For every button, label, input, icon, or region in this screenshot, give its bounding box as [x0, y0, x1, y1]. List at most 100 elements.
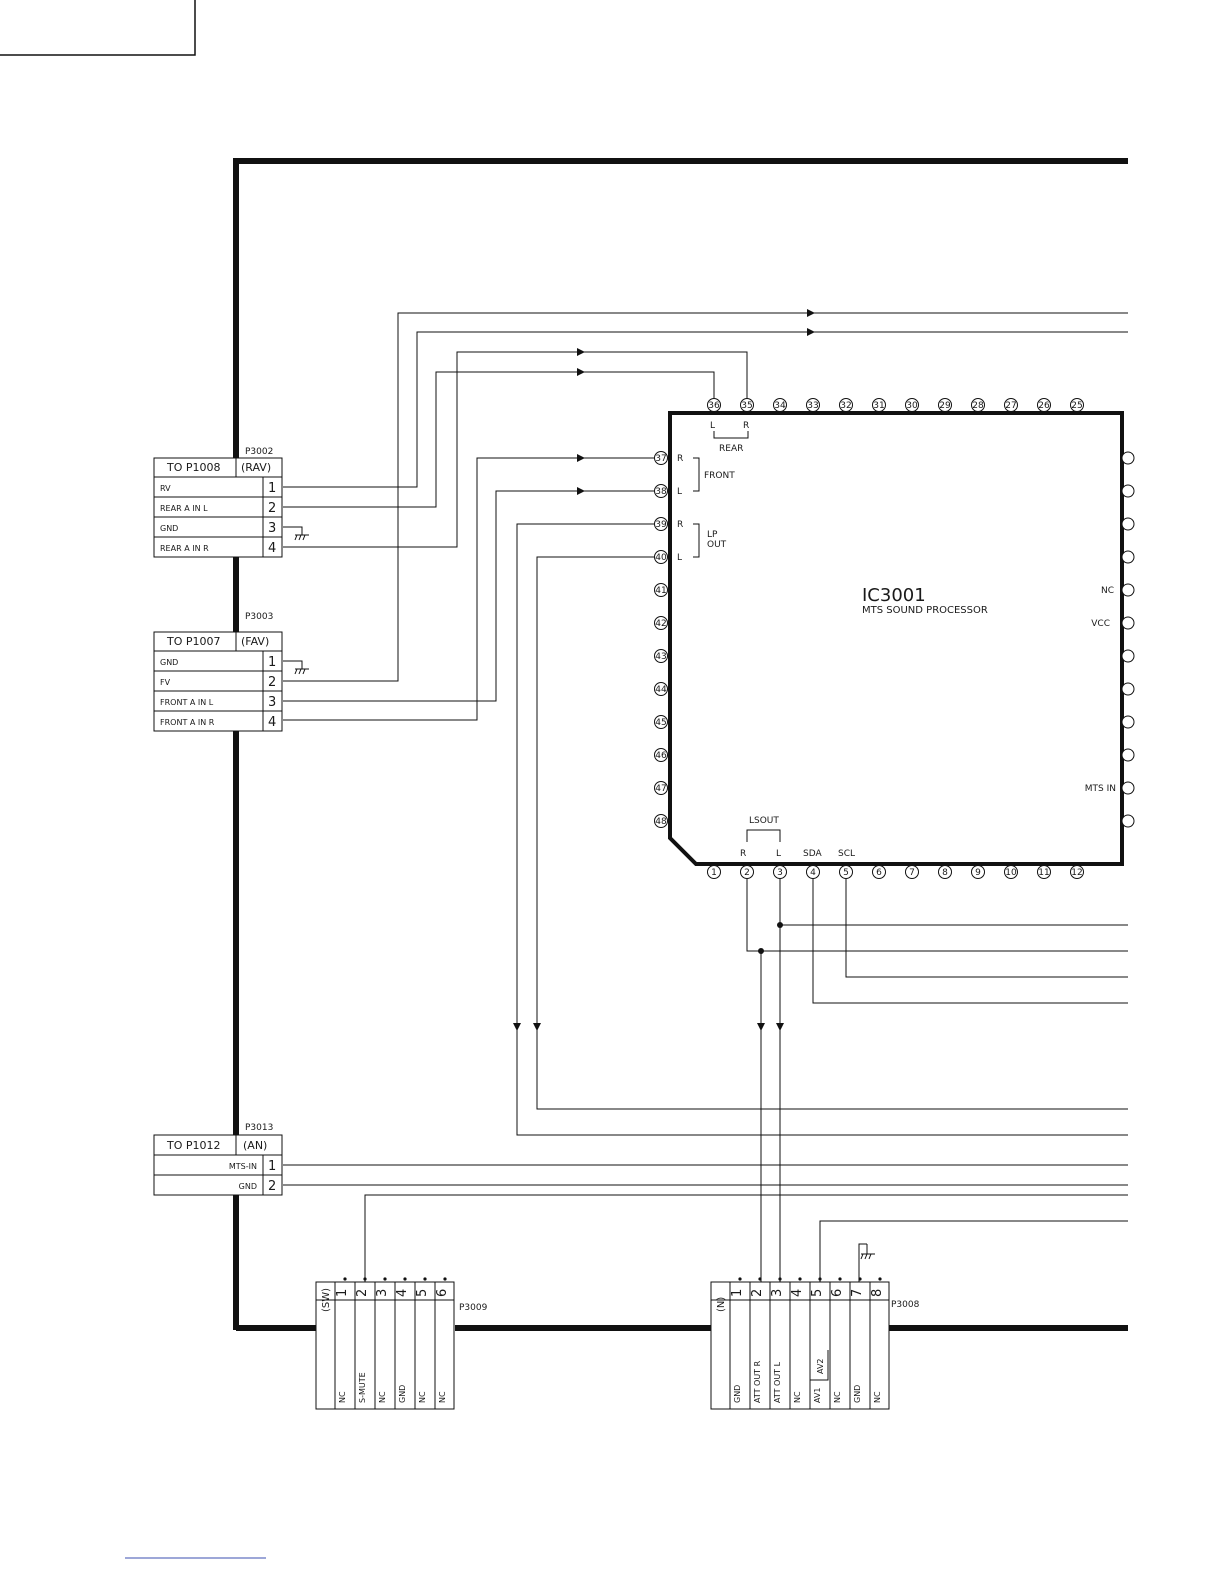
p3003-pin2-num: 2 — [268, 675, 276, 690]
ic-pin-1: 1 — [707, 865, 721, 879]
ic-pin-40: 40 — [654, 550, 668, 564]
ic-pin-30: 30 — [905, 398, 919, 412]
wires — [283, 312, 1128, 1282]
wire-fv — [283, 312, 1128, 682]
ic-lsout-r: R — [740, 849, 746, 859]
p3009-pin-4-num: 4 — [395, 1289, 410, 1297]
p3008-pin-6-num: 6 — [830, 1289, 845, 1297]
ic-front-r: R — [677, 454, 683, 464]
ic-pin-43-label: 43 — [655, 652, 666, 662]
bus-arrows — [570, 309, 815, 495]
wire-av1 — [819, 1220, 1128, 1282]
p3002-pin2-label: REAR A IN L — [160, 504, 208, 513]
ic-lsout-label: LSOUT — [749, 816, 779, 826]
ic-pin-2: 2 — [740, 865, 754, 879]
ic-pin-11: 11 — [1037, 865, 1051, 879]
ic-pin-10-label: 10 — [1005, 868, 1017, 878]
wire-front-a-in-r — [283, 457, 654, 721]
ic-front-label: FRONT — [704, 471, 735, 481]
p3008-ref: P3008 — [891, 1300, 920, 1310]
header-box — [0, 0, 196, 56]
ic-pin-27-label: 27 — [1005, 401, 1016, 411]
ic-pin-36: 36 — [707, 398, 721, 412]
p3009-pin-2: 2S-MUTE — [355, 1277, 370, 1403]
p3002-tag: (RAV) — [241, 461, 271, 474]
ic-right-nc: NC — [1101, 586, 1114, 596]
ic-rear-r: R — [743, 421, 749, 431]
ic-pin-47-label: 47 — [655, 784, 666, 794]
wire-lp-out-l — [536, 556, 1128, 1110]
p3009-ref: P3009 — [459, 1303, 488, 1313]
p3013-tag: (AN) — [243, 1139, 267, 1152]
ic-pin-2-label: 2 — [744, 868, 750, 878]
ic-pin-7: 7 — [905, 865, 919, 879]
p3003-pin3-label: FRONT A IN L — [160, 698, 214, 707]
ic-pin-46: 46 — [654, 748, 668, 762]
ic-lsout-l: L — [776, 849, 781, 859]
p3002-pin4-num: 4 — [268, 541, 276, 556]
ic-pin-39-label: 39 — [655, 520, 667, 530]
ic-pin-4: 4 — [806, 865, 820, 879]
ground-symbols — [283, 526, 875, 1260]
wire-lp-out-r — [516, 523, 1128, 1136]
p3009-pin-6-num: 6 — [435, 1289, 450, 1297]
ic-pin-44: 44 — [654, 682, 668, 696]
p3002-pin3-label: GND — [160, 524, 178, 533]
ic-pin-41: 41 — [654, 583, 668, 597]
ic-pin-45-label: 45 — [655, 718, 666, 728]
p3008-pin-4-num: 4 — [790, 1289, 805, 1297]
ic-pin-36-label: 36 — [708, 401, 720, 411]
p3008-av2: AV2 — [816, 1358, 825, 1374]
p3008-pin-6-label: NC — [833, 1391, 842, 1403]
p3003-pin4-label: FRONT A IN R — [160, 718, 215, 727]
p3008-pin-5-num: 5 — [810, 1289, 825, 1297]
p3009-pin-6: 6NC — [435, 1277, 450, 1403]
p3002-pin1-num: 1 — [268, 481, 276, 496]
p3009-pin-5: 5NC — [415, 1277, 430, 1403]
ic-pin-26-label: 26 — [1038, 401, 1050, 411]
ic-pin-47: 47 — [654, 781, 668, 795]
ic-pin-29-label: 29 — [939, 401, 951, 411]
p3009-pin-2-num: 2 — [355, 1289, 370, 1297]
ic-pin-5: 5 — [839, 865, 853, 879]
ic-pin-46-label: 46 — [655, 751, 667, 761]
p3008-pin-1-num: 1 — [730, 1289, 745, 1297]
p3008-pin-7-label: GND — [853, 1385, 862, 1403]
p3009-pin-3-label: NC — [378, 1391, 387, 1403]
ic-pin-7-label: 7 — [909, 868, 915, 878]
wire-rear-a-in-l — [283, 371, 715, 508]
ic-name: MTS SOUND PROCESSOR — [862, 605, 988, 616]
p3013-pin1-label: MTS-IN — [229, 1162, 257, 1171]
lsout-bracket — [746, 829, 781, 842]
ic-pin-37: 37 — [654, 451, 668, 465]
ic-pin-25-label: 25 — [1071, 401, 1082, 411]
p3002-pin3-num: 3 — [268, 521, 276, 536]
rear-bracket — [713, 431, 749, 439]
p3008-pin-4-label: NC — [793, 1391, 802, 1403]
ic-pin-3: 3 — [773, 865, 787, 879]
ic-pin-31: 31 — [872, 398, 886, 412]
ic-pin-32-label: 32 — [840, 401, 851, 411]
ic-pin-6: 6 — [872, 865, 886, 879]
p3008-pin-3-num: 3 — [770, 1289, 785, 1297]
ic-right-vcc: VCC — [1091, 619, 1110, 629]
p3008-pin-5-label: AV1 — [813, 1387, 822, 1403]
lp-bracket — [693, 523, 700, 558]
p3009-pin-6-label: NC — [438, 1391, 447, 1403]
ic-lp-l: L — [677, 553, 682, 563]
connector-p3013: P3013 TO P1012 (AN) MTS-IN GND 1 2 — [153, 1123, 283, 1196]
ic-pin-5-label: 5 — [843, 868, 849, 878]
p3008-tag: (N) — [716, 1297, 727, 1312]
connector-p3003: P3003 TO P1007 (FAV) GND FV FRONT A IN L… — [153, 612, 283, 732]
junction-dots — [758, 922, 783, 954]
ic-pin-10: 10 — [1004, 865, 1018, 879]
ic-pin-40-label: 40 — [655, 553, 667, 563]
ic-pin-43: 43 — [654, 649, 668, 663]
wire-s-mute — [364, 1194, 1128, 1282]
